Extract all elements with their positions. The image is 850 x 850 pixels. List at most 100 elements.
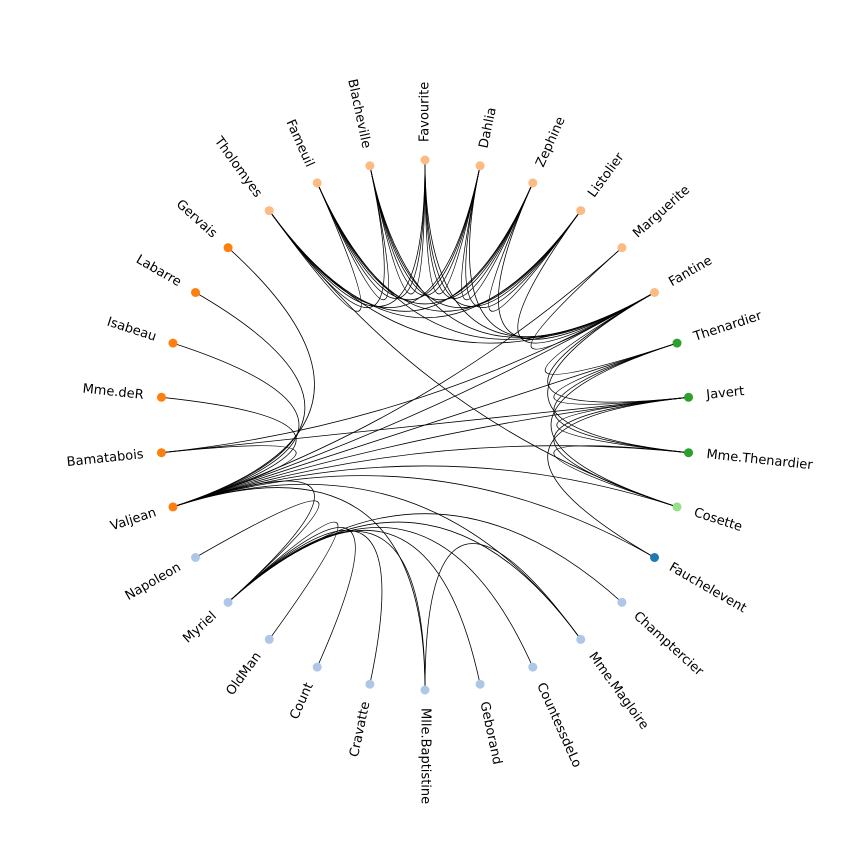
node-label-oldman: OldMan	[223, 650, 264, 699]
edge-listolier-favourite	[424, 159, 582, 307]
edge-javert-mme-thenardier	[556, 396, 689, 454]
edge-fantine-favourite	[424, 159, 655, 337]
node-mme-der	[156, 392, 166, 402]
edge-mme-magloire-valjean	[172, 483, 582, 640]
edge-myriel-mme-magloire	[227, 521, 582, 640]
edge-valjean-fantine	[172, 292, 655, 508]
node-marguerite	[617, 243, 627, 253]
node-geborand	[475, 679, 485, 689]
node-label-dahlia: Dahlia	[477, 106, 500, 150]
node-label-champtercier: Champtercier	[630, 609, 706, 680]
edge-myriel-champtercier	[227, 513, 623, 603]
edge-favourite-dahlia	[424, 159, 481, 295]
edge-valjean-bamatabois	[161, 445, 297, 508]
edge-fantine-thenardier	[544, 292, 678, 375]
node-cosette	[672, 502, 682, 512]
node-label-blacheville: Blacheville	[344, 78, 373, 150]
labels-layer: FantineThenardierJavertMme.ThenardierCos…	[66, 78, 814, 804]
node-label-favourite: Favourite	[418, 82, 433, 142]
edge-tholomyes-zephine	[268, 182, 534, 312]
edge-bamatabois-fantine	[161, 292, 655, 454]
node-label-fantine: Fantine	[666, 253, 715, 290]
node-label-mme-thenardier: Mme.Thenardier	[706, 447, 814, 473]
node-myriel	[223, 597, 233, 607]
edge-valjean-isabeau	[172, 342, 300, 508]
edge-valjean-gervais	[172, 247, 315, 508]
node-mme-magloire	[576, 634, 586, 644]
edge-fantine-blacheville	[369, 165, 655, 338]
edge-tholomyes-listolier	[268, 210, 582, 319]
node-bamatabois	[156, 448, 166, 458]
edge-valjean-marguerite	[172, 247, 623, 508]
edge-listolier-fameuil	[316, 182, 582, 312]
edge-mme-thenardier-cosette	[553, 445, 689, 508]
node-labarre	[191, 288, 200, 297]
node-label-cosette: Cosette	[692, 505, 744, 535]
edge-myriel-napoleon	[195, 500, 320, 603]
edge-tholomyes-favourite	[268, 159, 426, 307]
edge-blacheville-favourite	[369, 159, 426, 295]
edge-favourite-zephine	[424, 159, 534, 299]
edge-fameuil-dahlia	[316, 165, 481, 301]
node-zephine	[528, 178, 538, 188]
edge-myriel-cravatte	[227, 530, 383, 685]
node-gervais	[223, 243, 233, 253]
node-dahlia	[475, 161, 485, 171]
edge-fameuil-favourite	[316, 159, 426, 299]
edge-cosette-tholomyes	[268, 210, 678, 508]
node-blacheville	[365, 161, 375, 171]
edge-tholomyes-fameuil	[268, 182, 362, 312]
node-cravatte	[365, 679, 375, 689]
edge-thenardier-mme-thenardier	[553, 342, 689, 454]
node-javert	[684, 392, 694, 402]
edge-listolier-zephine	[488, 182, 582, 312]
node-mlle-baptistine	[420, 685, 430, 695]
edge-tholomyes-blacheville	[268, 165, 385, 309]
node-valjean	[168, 502, 178, 512]
edge-thenardier-javert	[553, 342, 689, 405]
node-label-marguerite: Marguerite	[630, 183, 693, 242]
edge-dahlia-zephine	[461, 165, 534, 301]
edge-thenardier-cosette	[550, 342, 678, 508]
node-label-myriel: Myriel	[180, 609, 219, 647]
node-label-listolier: Listolier	[585, 150, 628, 201]
edge-listolier-blacheville	[369, 165, 582, 308]
node-label-mme-der: Mme.deR	[82, 382, 145, 403]
edge-blacheville-zephine	[369, 165, 534, 301]
node-label-gervais: Gervais	[173, 197, 220, 241]
edge-mlle-baptistine-valjean	[172, 487, 426, 691]
edge-fantine-javert	[547, 292, 689, 403]
edge-blacheville-dahlia	[369, 165, 481, 296]
edges-layer	[161, 159, 689, 691]
node-label-cravatte: Cravatte	[347, 700, 373, 758]
node-thenardier	[672, 338, 682, 348]
edge-fameuil-blacheville	[316, 165, 389, 301]
node-label-bamatabois: Bamatabois	[66, 447, 145, 470]
edge-valjean-mme-thenardier	[172, 445, 689, 508]
edge-javert-fauchelevent	[547, 396, 689, 558]
node-oldman	[264, 634, 274, 644]
edge-mlle-baptistine-mme-magloire	[424, 543, 582, 691]
node-label-zephine: Zephine	[533, 115, 568, 170]
node-label-labarre: Labarre	[133, 252, 183, 290]
node-tholomyes	[264, 206, 274, 216]
edge-valjean-fauchelevent	[172, 475, 655, 558]
node-label-fauchelevent: Fauchelevent	[666, 560, 748, 616]
edge-myriel-count	[227, 527, 356, 668]
node-label-mlle-baptistine: Mlle.Baptistine	[418, 708, 433, 804]
edge-valjean-labarre	[172, 292, 306, 508]
node-label-count: Count	[287, 680, 316, 721]
node-fauchelevent	[650, 553, 659, 562]
edge-bamatabois-javert	[161, 396, 689, 454]
edge-myriel-oldman	[227, 521, 339, 640]
edge-fameuil-zephine	[316, 182, 534, 305]
edge-fantine-dahlia	[469, 165, 655, 338]
node-label-valjean: Valjean	[109, 505, 159, 534]
node-countessdelo	[528, 662, 538, 672]
node-listolier	[576, 206, 586, 216]
node-fantine	[650, 288, 659, 297]
node-label-isabeau: Isabeau	[105, 315, 158, 345]
node-champtercier	[617, 597, 627, 607]
node-isabeau	[168, 338, 178, 348]
